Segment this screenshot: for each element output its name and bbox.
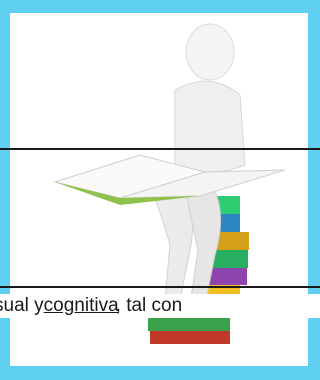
caption-strip: sual y cognitiva, tal con (0, 294, 320, 318)
caption-after: , tal con (115, 295, 183, 316)
book-green (148, 318, 230, 331)
caption-text: sual y cognitiva, tal con (0, 294, 182, 318)
book-green-2 (210, 250, 248, 268)
book-purple (205, 268, 247, 285)
book-red-bottom (150, 330, 230, 344)
horizontal-line-bottom (0, 286, 320, 288)
caption-underlined: cognitiva (43, 295, 119, 316)
open-book (53, 154, 286, 205)
horizontal-line-top (0, 148, 320, 150)
caption-before: sual y (0, 295, 44, 316)
white-figure (149, 23, 246, 314)
